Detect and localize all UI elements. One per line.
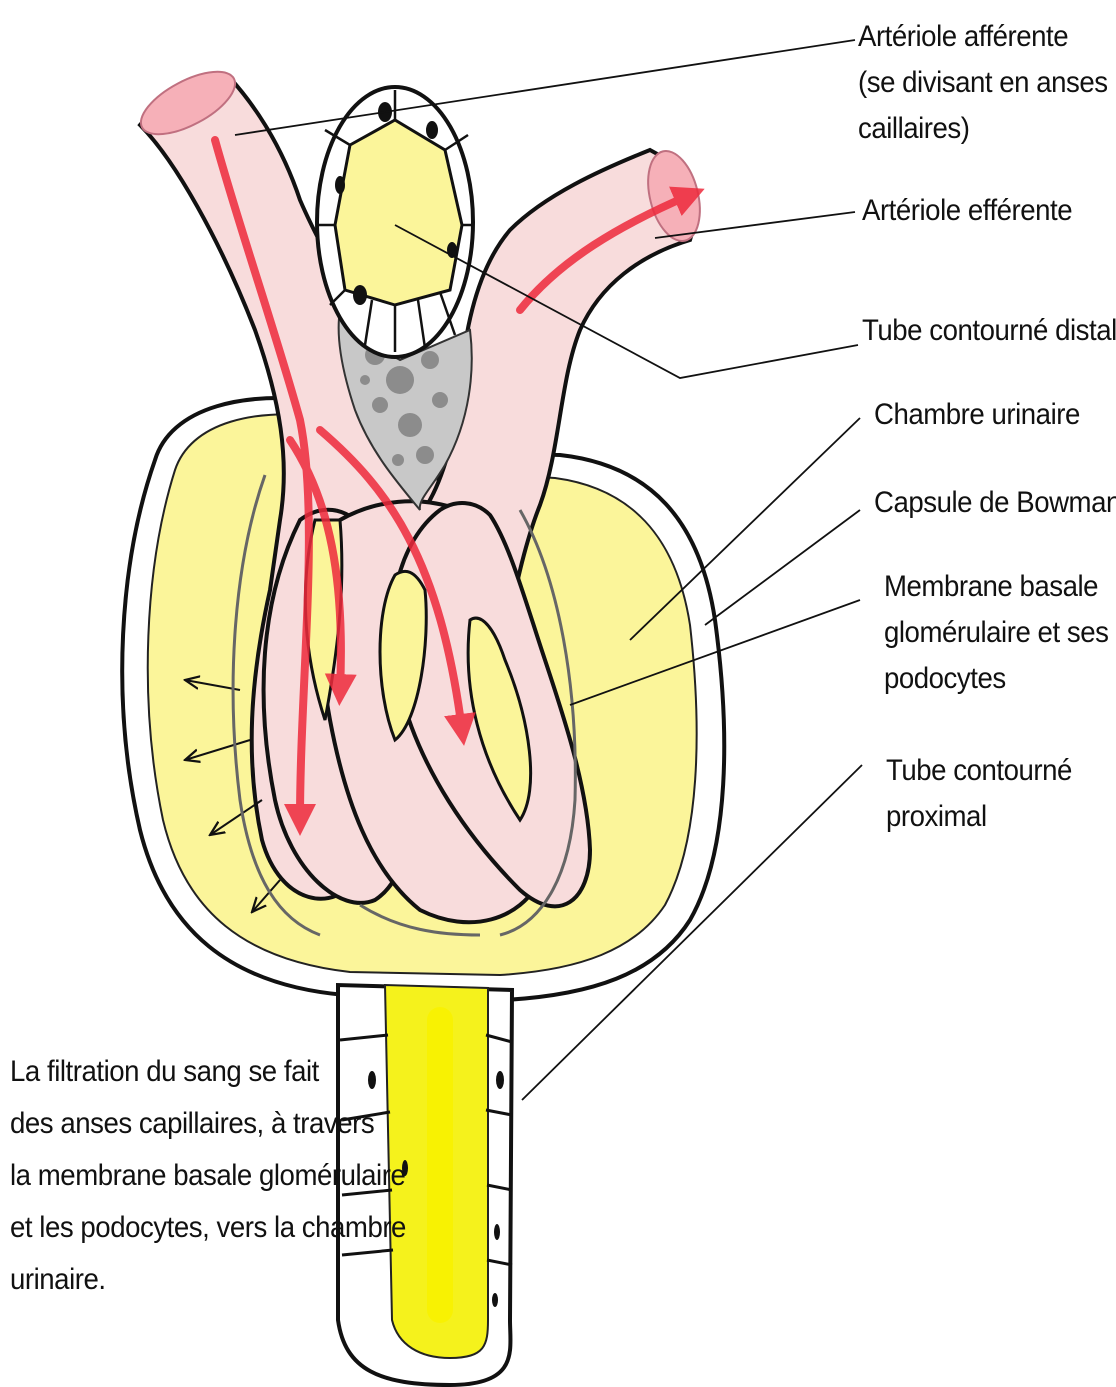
caption-line-3: la membrane basale glomérulaire [10,1150,406,1202]
caption-line-2: des anses capillaires, à travers [10,1098,406,1150]
proximal-line-1: Tube contourné [886,748,1072,794]
membrane-line-2: glomérulaire et ses [884,610,1108,656]
membrane-line-3: podocytes [884,656,1108,702]
caption-line-4: et les podocytes, vers la chambre [10,1202,406,1254]
label-urinary-chamber: Chambre urinaire [874,392,1080,438]
membrane-line-1: Membrane basale [884,564,1108,610]
afferent-line-3: caillaires) [858,106,1108,152]
label-basement-membrane: Membrane basale glomérulaire et ses podo… [884,564,1108,702]
label-efferent-arteriole: Artériole efférente [862,188,1072,234]
label-bowman-capsule: Capsule de Bowman [874,480,1116,526]
label-proximal-tubule: Tube contourné proximal [886,748,1072,840]
distal-tubule-lumen [335,120,462,305]
label-distal-tubule: Tube contourné distal [862,308,1116,354]
filtration-caption: La filtration du sang se fait des anses … [10,1046,406,1306]
afferent-line-1: Artériole afférente [858,14,1108,60]
label-afferent-arteriole: Artériole afférente (se divisant en anse… [858,14,1108,152]
afferent-line-2: (se divisant en anses [858,60,1108,106]
caption-line-5: urinaire. [10,1254,406,1306]
caption-line-1: La filtration du sang se fait [10,1046,406,1098]
proximal-line-2: proximal [886,794,1072,840]
